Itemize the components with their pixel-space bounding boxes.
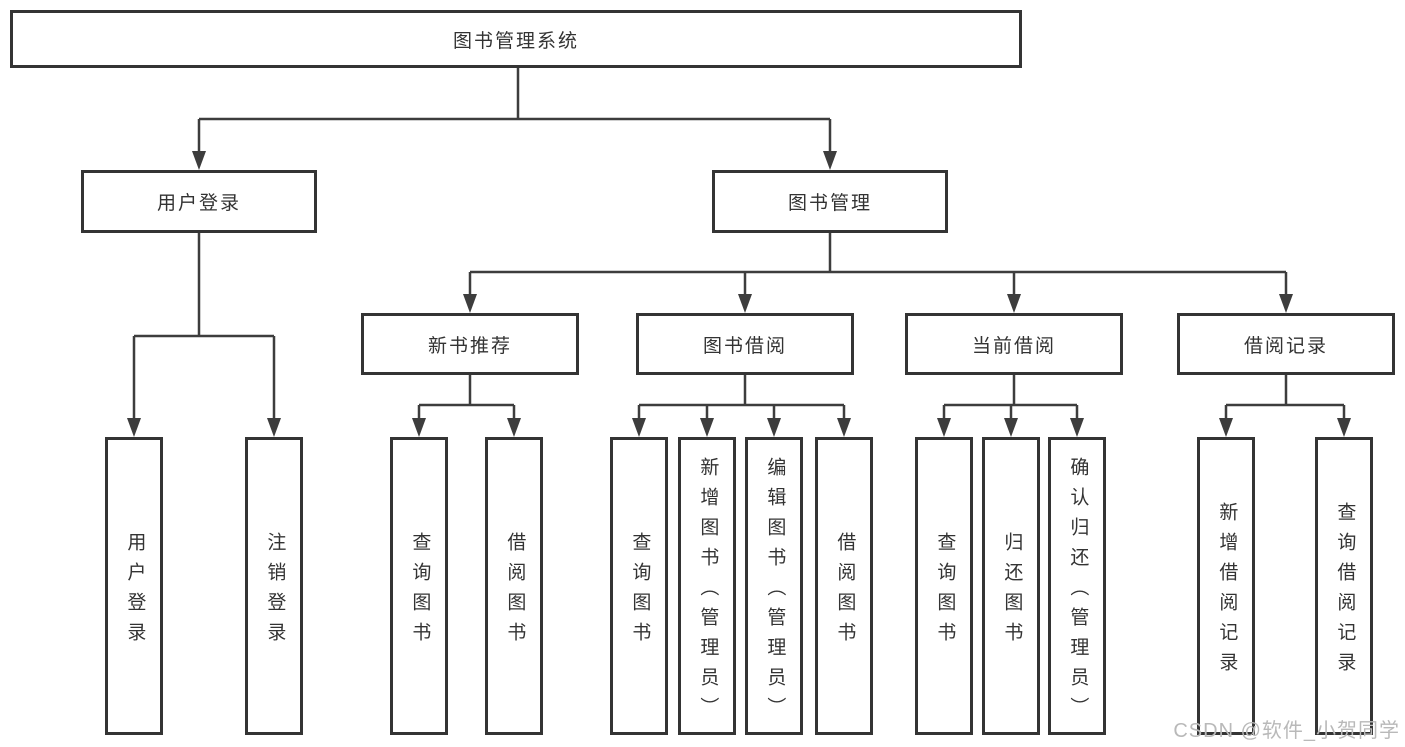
node-current-borrowing: 当前借阅 [905,313,1123,375]
leaf-borrow-books-borrowing: 借阅图书 [815,437,873,735]
node-book-borrowing: 图书借阅 [636,313,854,375]
leaf-return-books: 归还图书 [982,437,1040,735]
leaf-label: 查询借阅记录 [1334,501,1356,682]
leaf-label: 新增图书（管理员） [697,456,719,727]
leaf-edit-books-admin: 编辑图书（管理员） [745,437,803,735]
node-new-book-recommendation: 新书推荐 [361,313,579,375]
leaf-label: 编辑图书（管理员） [764,456,786,727]
leaf-label: 用户登录 [124,531,146,652]
leaf-label: 查询图书 [629,531,651,652]
leaf-confirm-return-admin: 确认归还（管理员） [1048,437,1106,735]
leaf-query-borrow-record: 查询借阅记录 [1315,437,1373,735]
node-borrowing-records: 借阅记录 [1177,313,1395,375]
leaf-query-books-current: 查询图书 [915,437,973,735]
leaf-query-books-borrowing: 查询图书 [610,437,668,735]
leaf-label: 借阅图书 [834,531,856,652]
leaf-label: 归还图书 [1001,531,1023,652]
leaf-label: 查询图书 [934,531,956,652]
leaf-logout-login: 注销登录 [245,437,303,735]
leaf-user-login: 用户登录 [105,437,163,735]
leaf-query-books-recommend: 查询图书 [390,437,448,735]
leaf-label: 借阅图书 [504,531,526,652]
leaf-label: 查询图书 [409,531,431,652]
leaf-borrow-books-recommend: 借阅图书 [485,437,543,735]
leaf-add-borrow-record: 新增借阅记录 [1197,437,1255,735]
leaf-label: 新增借阅记录 [1216,501,1238,682]
leaf-label: 确认归还（管理员） [1067,456,1089,727]
leaf-add-books-admin: 新增图书（管理员） [678,437,736,735]
node-book-management: 图书管理 [712,170,948,233]
node-root: 图书管理系统 [10,10,1022,68]
node-user-login: 用户登录 [81,170,317,233]
leaf-label: 注销登录 [264,531,286,652]
watermark: CSDN @软件_小贺同学 [1173,720,1400,742]
